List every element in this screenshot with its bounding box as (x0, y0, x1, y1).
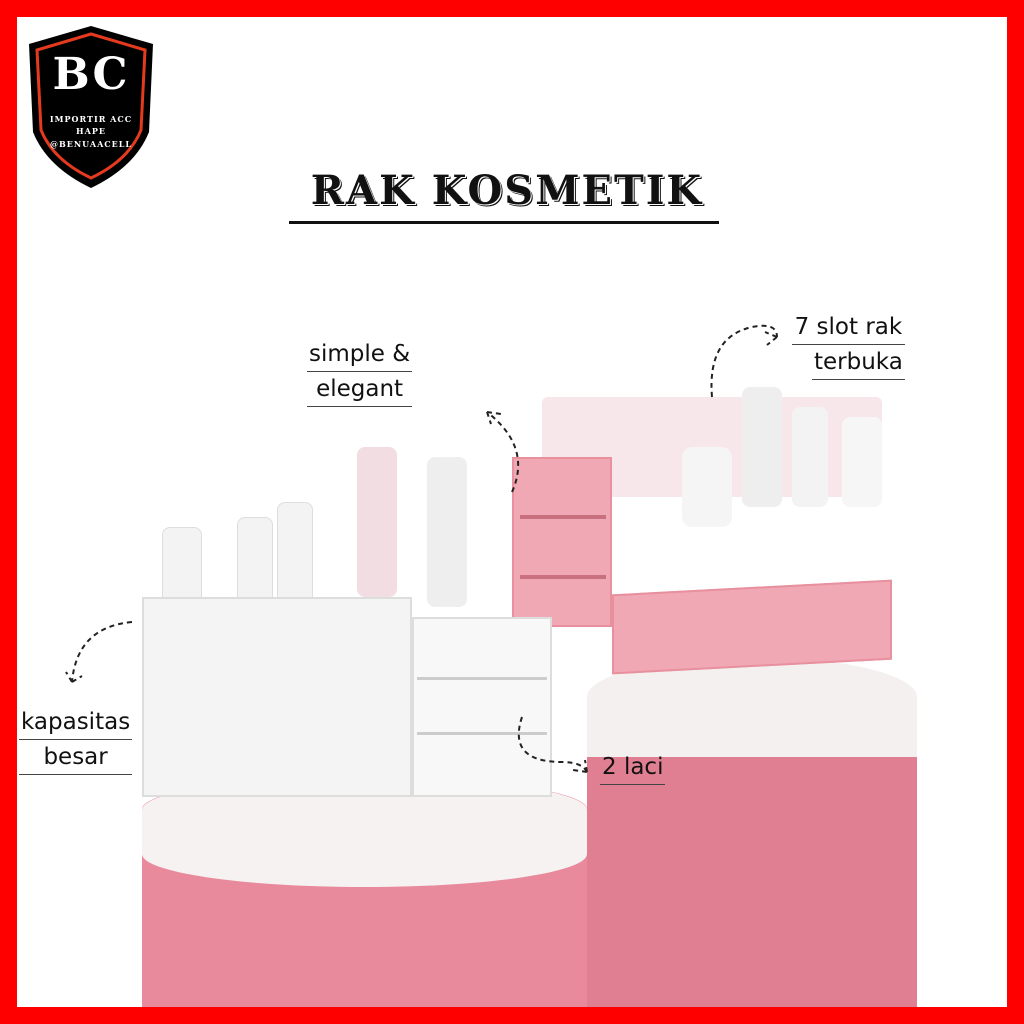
pink-organizer (512, 337, 902, 675)
page-title: RAK KOSMETIK (310, 167, 704, 214)
product-image: BC IMPORTIR ACC HAPE @BENUAACELL RAK KOS… (17, 17, 1007, 1007)
shield-logo-icon (29, 26, 153, 188)
dashed-arrows-icon (65, 324, 778, 773)
callout-text: besar (19, 740, 133, 775)
callout-text: 7 slot rak (792, 310, 905, 345)
logo-line2: HAPE (76, 126, 106, 136)
pedestal-right (587, 657, 917, 1007)
callout-text: kapasitas (19, 705, 133, 740)
callout-simple-elegant: simple & elegant (307, 337, 413, 407)
callout-text: terbuka (812, 345, 905, 380)
callout-text: simple & (307, 337, 413, 372)
logo-line1: IMPORTIR ACC (49, 114, 133, 124)
logo-handle: @BENUAACELL (49, 139, 133, 149)
callout-7-slots: 7 slot rak terbuka (792, 310, 905, 380)
callout-text: 2 laci (600, 750, 666, 785)
logo-initials: BC (52, 49, 130, 100)
white-organizer (142, 437, 562, 802)
callout-2-drawers: 2 laci (600, 750, 666, 785)
callout-text: elegant (307, 372, 413, 407)
title-underline (289, 221, 719, 224)
callout-capacity: kapasitas besar (19, 705, 133, 775)
